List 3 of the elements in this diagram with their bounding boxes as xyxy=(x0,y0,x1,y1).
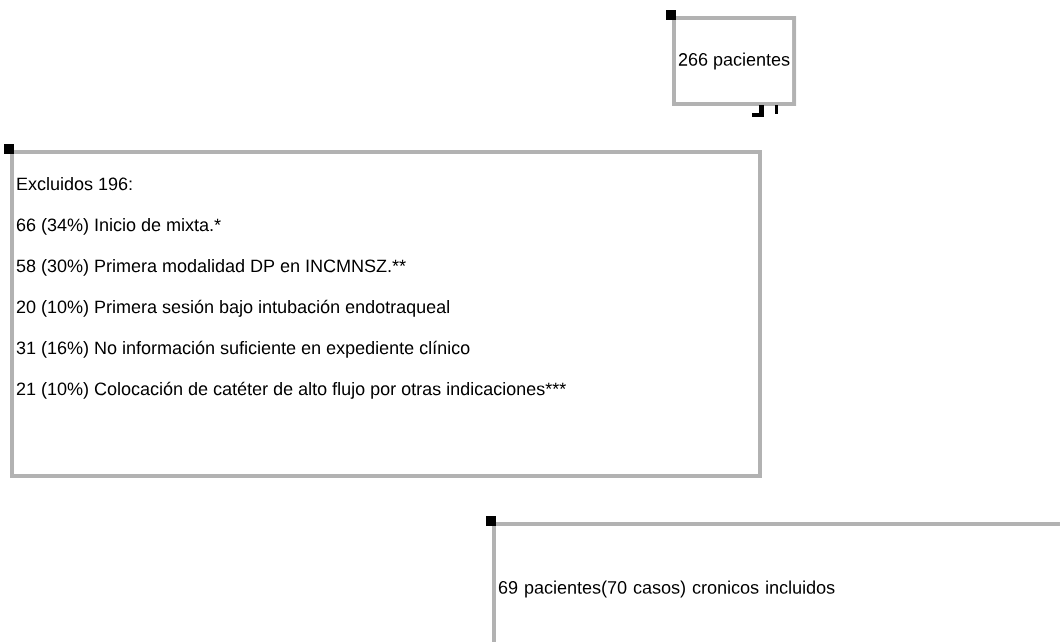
text-box: Excluidos 196: 66 (34%) Inicio de mixta.* 58 (30%) Primera modalidad DP en INCMNSZ.** 20 (10%) Primera sesión bajo intubación endotraqueal 31 (16%) No información suficiente en expediente clínico 21 (10%) Colocación de catéter de alto flujo por otras indicaciones*** xyxy=(4,144,762,478)
process-box: 69 pacientes(70 casos) cronicos incluidos xyxy=(486,516,1060,642)
process-box: 266 pacientes xyxy=(666,10,797,117)
